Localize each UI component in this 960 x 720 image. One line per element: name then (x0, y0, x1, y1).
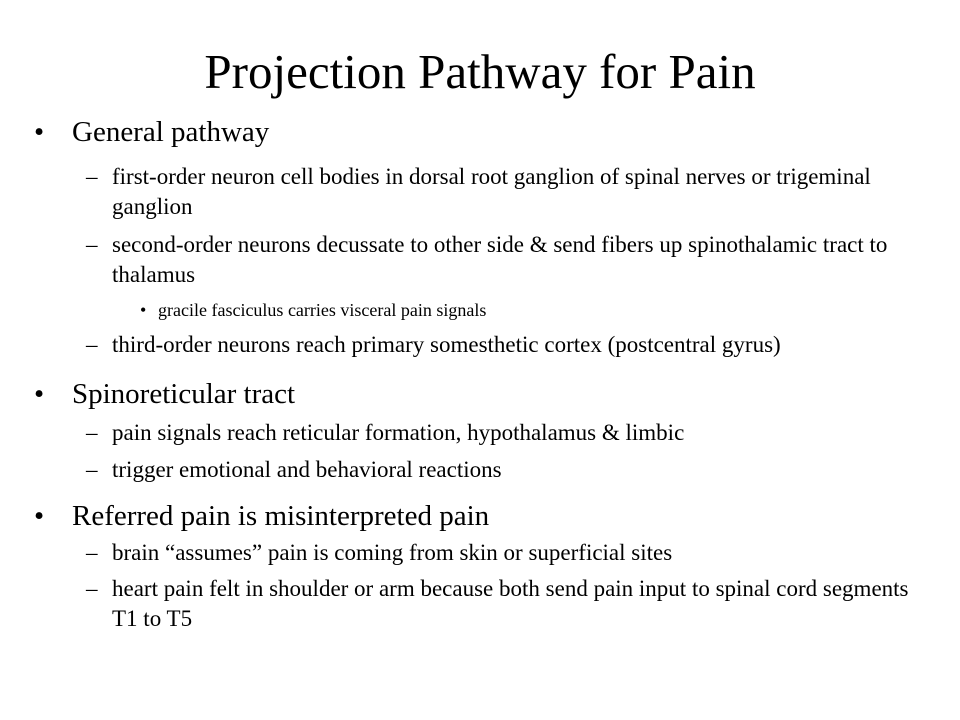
slide-content: • General pathway – first-order neuron c… (0, 112, 960, 634)
sub-bullet-text: third-order neurons reach primary somest… (112, 332, 781, 357)
sub-bullet-text: first-order neuron cell bodies in dorsal… (112, 164, 871, 219)
bullet-referred-pain: • Referred pain is misinterpreted pain (0, 498, 960, 534)
bullet-general-pathway: • General pathway (0, 114, 960, 150)
dash-marker: – (86, 164, 98, 189)
dash-marker: – (86, 232, 98, 257)
sub-bullet-third-order: – third-order neurons reach primary some… (0, 330, 960, 360)
sub-bullet-brain-assumes: – brain “assumes” pain is coming from sk… (0, 538, 960, 568)
tertiary-bullet-text: gracile fasciculus carries visceral pain… (158, 300, 487, 320)
sub-bullet-heart-pain: – heart pain felt in shoulder or arm bec… (0, 574, 960, 634)
dash-marker: – (86, 576, 98, 601)
sub-bullet-text: heart pain felt in shoulder or arm becau… (112, 576, 909, 631)
bullet-marker: • (34, 500, 45, 532)
sub-bullet-text: trigger emotional and behavioral reactio… (112, 457, 502, 482)
dash-marker: – (86, 420, 98, 445)
bullet-marker: • (34, 116, 45, 148)
dash-marker: – (86, 332, 98, 357)
sub-bullet-text: second-order neurons decussate to other … (112, 232, 888, 287)
sub-bullet-trigger-reactions: – trigger emotional and behavioral react… (0, 455, 960, 485)
sub-bullet-text: brain “assumes” pain is coming from skin… (112, 540, 673, 565)
sub-bullet-text: pain signals reach reticular formation, … (112, 420, 685, 445)
slide-title: Projection Pathway for Pain (204, 44, 756, 99)
sub-bullet-first-order: – first-order neuron cell bodies in dors… (0, 162, 960, 222)
bullet-spinoreticular-tract: • Spinoreticular tract (0, 376, 960, 412)
dash-marker: – (86, 540, 98, 565)
bullet-text: Spinoreticular tract (72, 378, 296, 410)
dash-marker: – (86, 457, 98, 482)
sub-bullet-second-order: – second-order neurons decussate to othe… (0, 230, 960, 290)
tertiary-bullet-gracile: • gracile fasciculus carries visceral pa… (0, 298, 960, 322)
bullet-marker: • (34, 378, 45, 410)
dot-marker: • (140, 300, 147, 320)
bullet-text: General pathway (72, 116, 270, 148)
bullet-text: Referred pain is misinterpreted pain (72, 500, 490, 532)
sub-bullet-pain-signals: – pain signals reach reticular formation… (0, 418, 960, 448)
